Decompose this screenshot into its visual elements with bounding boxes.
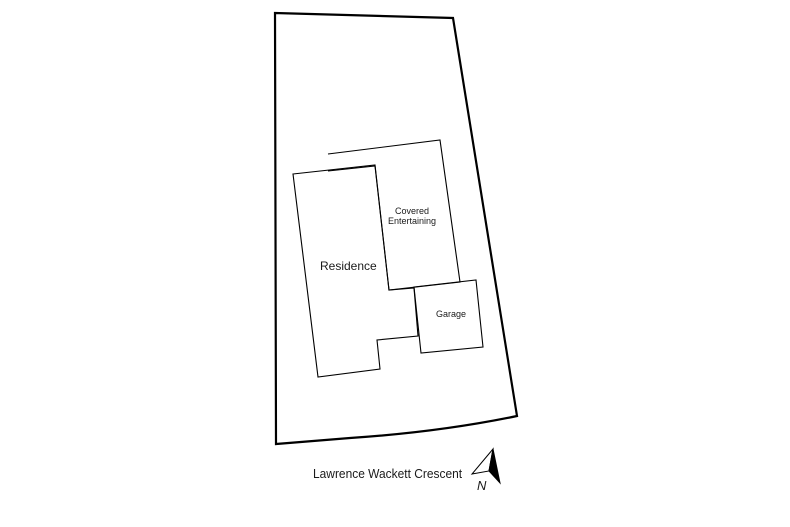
garage-label: Garage — [436, 309, 467, 319]
north-label: N — [477, 478, 487, 493]
residence-label: Residence — [320, 259, 377, 273]
covered-label-line1: Covered — [395, 206, 430, 216]
covered-label-line2: Entertaining — [388, 216, 437, 226]
garage-outline — [413, 279, 484, 354]
residence-outline — [292, 164, 419, 378]
covered-entertaining-label: Covered Entertaining — [388, 206, 436, 226]
street-name-label: Lawrence Wackett Crescent — [313, 466, 463, 481]
north-arrow-icon — [470, 447, 501, 485]
lot-boundary — [273, 11, 519, 446]
